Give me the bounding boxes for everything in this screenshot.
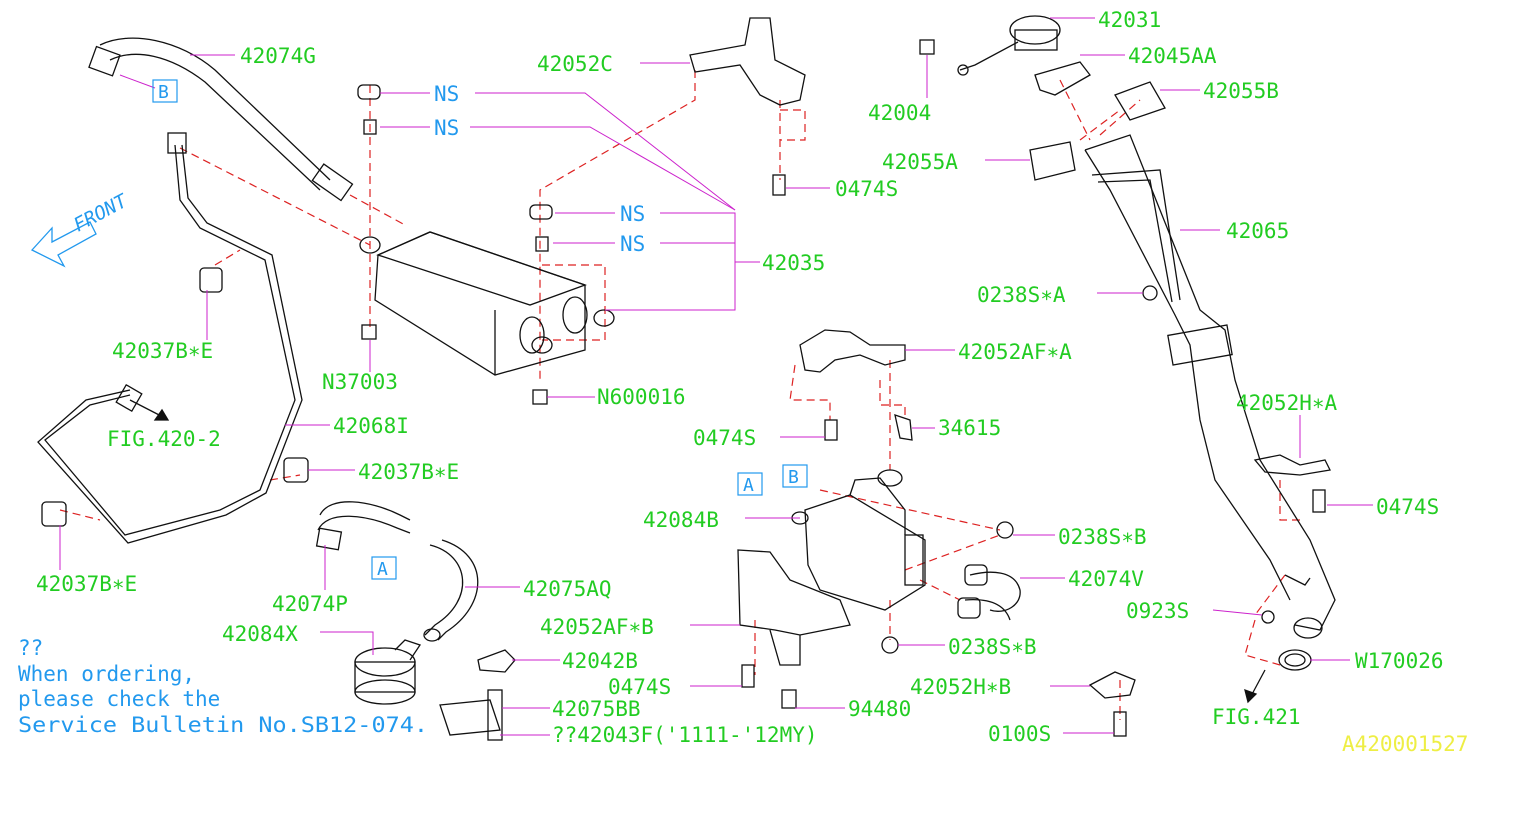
label-42074V[interactable]: 42074V [1068,567,1144,591]
label-42042B[interactable]: 42042B [562,649,638,673]
note-line-1: ?? [18,636,43,660]
label-N37003[interactable]: N37003 [322,370,398,394]
label-42075AQ[interactable]: 42075AQ [523,577,612,601]
label-34615[interactable]: 34615 [938,416,1001,440]
ref-box-b-top [152,79,178,103]
purge-line-42068I-drawing [37,132,303,544]
hose-42074G-drawing [88,37,354,202]
label-42035[interactable]: 42035 [762,251,825,275]
label-FIG420-2[interactable]: FIG.420-2 [107,427,221,451]
label-42052C[interactable]: 42052C [537,52,613,76]
label-ns-2: NS [434,116,459,140]
small-parts-drawings [439,649,516,741]
label-42055A[interactable]: 42055A [882,150,958,174]
label-42052HB[interactable]: 42052H∗B [910,675,1011,699]
label-0923S[interactable]: 0923S [1126,599,1189,623]
filler-pipe-42065-drawing [1084,134,1336,639]
solenoid-42084X-drawing [354,639,422,705]
label-42037BE-2[interactable]: 42037B∗E [358,460,459,484]
label-ns-1: NS [434,82,459,106]
label-0238SB-1[interactable]: 0238S∗B [1058,525,1147,549]
label-42084X[interactable]: 42084X [222,622,298,646]
bracket-42052AFB-drawing [737,549,851,709]
label-0100S[interactable]: 0100S [988,722,1051,746]
label-42074P[interactable]: 42074P [272,592,348,616]
label-42084B[interactable]: 42084B [643,508,719,532]
label-42037BE-3[interactable]: 42037B∗E [36,572,137,596]
label-0474S-top[interactable]: 0474S [835,177,898,201]
label-ns-4: NS [620,232,645,256]
bracket-42052AFA-drawing [799,329,913,441]
note-line-4: Service Bulletin No.SB12-074. [18,713,428,737]
valve-42084B-drawing [791,469,926,611]
label-FIG421[interactable]: FIG.421 [1212,705,1301,729]
front-arrow: FRONT [30,189,132,268]
label-42075BB[interactable]: 42075BB [552,697,641,721]
label-0238SB-2[interactable]: 0238S∗B [948,635,1037,659]
label-0474S-mid[interactable]: 0474S [693,426,756,450]
label-ns-3: NS [620,202,645,226]
reference-markers: B A A B [152,79,808,580]
label-42037BE-1[interactable]: 42037B∗E [112,339,213,363]
ref-a-canister: A [743,475,754,496]
note-line-3: please check the [18,687,220,711]
right-fasteners-drawing [881,285,1331,737]
bracket-42052C-drawing [689,17,806,196]
label-42004[interactable]: 42004 [868,101,931,125]
label-42052AFA[interactable]: 42052AF∗A [958,340,1072,364]
clip-drawings [41,267,309,527]
canister-42035-drawing [359,231,615,376]
label-W170026[interactable]: W170026 [1355,649,1444,673]
fig-421-arrow [1244,669,1266,704]
assembly-lines [59,70,1300,720]
small-hose-drawings [315,501,1021,642]
label-0474S-right[interactable]: 0474S [1376,495,1439,519]
label-42074G[interactable]: 42074G [240,44,316,68]
seal-drawings [1029,81,1166,181]
label-42031[interactable]: 42031 [1098,8,1161,32]
ref-a-hose: A [377,559,388,580]
label-42068I[interactable]: 42068I [333,414,409,438]
front-label: FRONT [70,189,132,236]
ref-box-b-canister [782,464,808,488]
diagram-id: A420001527 [1342,732,1468,756]
ordering-note: ?? When ordering, please check the Servi… [18,636,428,737]
label-42052AFB[interactable]: 42052AF∗B [540,615,654,639]
ref-b-canister: B [788,467,799,488]
fig-420-2-arrow [129,399,170,421]
filler-cap-drawings [919,15,1091,96]
ns-labels: NS NS NS NS [434,82,645,256]
label-0238SA[interactable]: 0238S∗A [977,283,1066,307]
part-drawings [37,15,1336,741]
label-0474S-low[interactable]: 0474S [608,675,671,699]
ref-box-a-canister [737,472,763,496]
ref-b-top: B [158,82,169,103]
label-42043F[interactable]: ??42043F('1111-'12MY) [552,723,818,747]
label-N600016[interactable]: N600016 [597,385,686,409]
label-42045AA[interactable]: 42045AA [1128,44,1217,68]
note-line-2: When ordering, [18,662,195,686]
label-42055B[interactable]: 42055B [1203,79,1279,103]
label-94480[interactable]: 94480 [848,697,911,721]
label-42052HA[interactable]: 42052H∗A [1236,391,1338,415]
leader-lines [59,17,1373,736]
part-labels: 42074G 42052C 42035 0474S 42037B∗E N3700… [36,8,1444,747]
label-42065[interactable]: 42065 [1226,219,1289,243]
ref-box-a-hose [371,556,397,580]
